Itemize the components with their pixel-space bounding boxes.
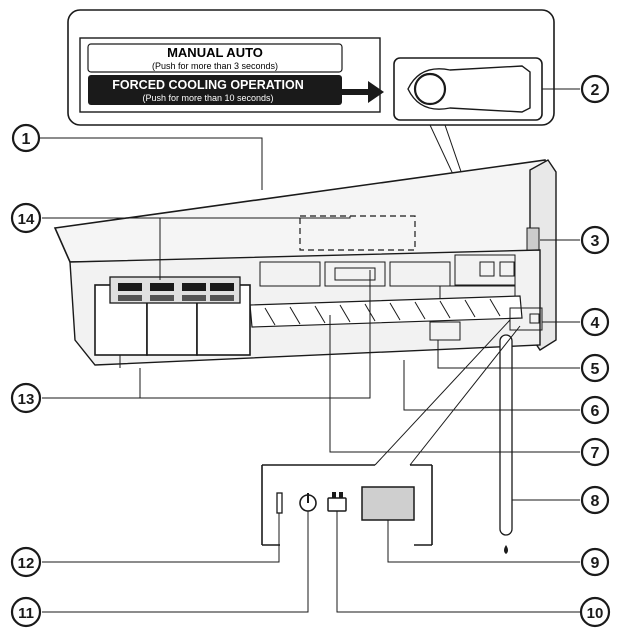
button-callout: MANUAL AUTO (Push for more than 3 second… bbox=[67, 9, 555, 126]
indicator-outline bbox=[299, 215, 416, 251]
manual-auto-title: MANUAL AUTO bbox=[167, 45, 263, 60]
svg-text:12: 12 bbox=[18, 555, 35, 572]
svg-text:6: 6 bbox=[591, 403, 600, 420]
label-10: 10 bbox=[579, 596, 611, 628]
manual-auto-sub: (Push for more than 3 seconds) bbox=[152, 61, 278, 71]
label-8: 8 bbox=[580, 485, 610, 515]
display-panel bbox=[361, 486, 415, 521]
power-icon bbox=[299, 493, 317, 512]
timer-icon bbox=[327, 492, 347, 512]
label-13: 13 bbox=[10, 382, 42, 414]
label-6: 6 bbox=[580, 395, 610, 425]
air-filters bbox=[94, 276, 251, 368]
label-1: 1 bbox=[11, 123, 41, 153]
svg-text:3: 3 bbox=[591, 233, 600, 250]
indoor-unit bbox=[53, 159, 557, 554]
svg-text:9: 9 bbox=[591, 555, 600, 572]
svg-text:7: 7 bbox=[591, 445, 600, 462]
forced-cooling-sub: (Push for more than 10 seconds) bbox=[142, 93, 273, 103]
manual-auto-plate bbox=[87, 43, 343, 73]
indicator-closeup bbox=[261, 319, 521, 546]
label-4: 4 bbox=[580, 307, 610, 337]
forced-cooling-title: FORCED COOLING OPERATION bbox=[112, 78, 303, 92]
push-button-icon bbox=[413, 72, 447, 106]
forced-cooling-plate bbox=[88, 75, 342, 105]
label-7: 7 bbox=[580, 437, 610, 467]
svg-text:1: 1 bbox=[22, 131, 31, 148]
label-2: 2 bbox=[580, 74, 610, 104]
lamp-indicator bbox=[276, 492, 283, 514]
leader-lines bbox=[40, 88, 580, 613]
number-labels: 1 2 3 4 5 6 7 8 9 10 11 12 13 14 bbox=[10, 74, 611, 628]
label-11: 11 bbox=[10, 596, 42, 628]
svg-text:8: 8 bbox=[591, 493, 600, 510]
label-3: 3 bbox=[580, 225, 610, 255]
svg-text:2: 2 bbox=[591, 82, 600, 99]
front-panel bbox=[53, 159, 553, 263]
svg-text:10: 10 bbox=[587, 605, 604, 622]
svg-text:5: 5 bbox=[591, 361, 600, 378]
water-drop-icon bbox=[504, 545, 508, 554]
svg-text:14: 14 bbox=[18, 211, 35, 228]
louver-area bbox=[249, 295, 523, 328]
svg-text:4: 4 bbox=[591, 315, 600, 332]
svg-text:13: 13 bbox=[18, 391, 35, 408]
label-9: 9 bbox=[580, 547, 610, 577]
label-14: 14 bbox=[10, 202, 42, 234]
drain-hose bbox=[499, 334, 513, 536]
label-5: 5 bbox=[580, 353, 610, 383]
label-12: 12 bbox=[10, 546, 42, 578]
arrow-right-icon bbox=[342, 81, 384, 103]
svg-text:11: 11 bbox=[18, 605, 34, 622]
